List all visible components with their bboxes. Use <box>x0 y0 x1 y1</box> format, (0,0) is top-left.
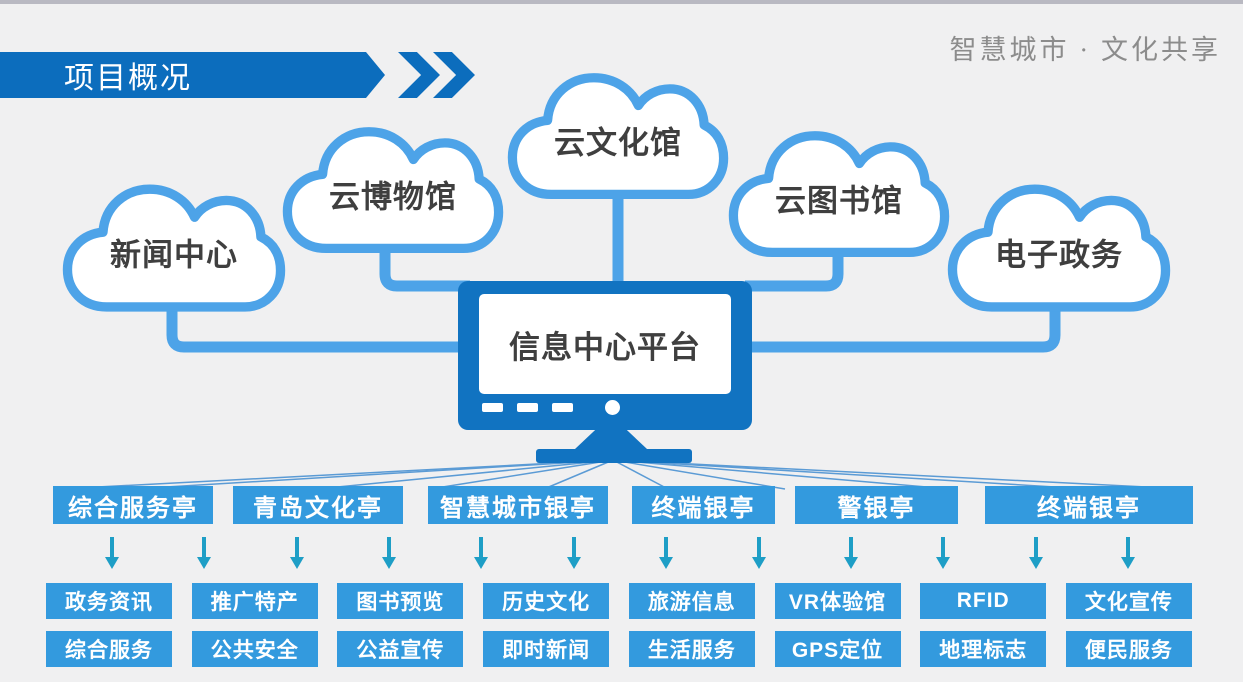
down-arrow-icon <box>659 537 674 569</box>
monitor-base <box>536 449 692 463</box>
kiosk-box: 终端银亭 <box>985 486 1193 524</box>
kiosk-box: 综合服务亭 <box>53 486 213 524</box>
down-arrow-icon <box>936 537 951 569</box>
down-arrow-icon <box>474 537 489 569</box>
kiosk-label: 终端银亭 <box>651 494 756 522</box>
kiosk-box: 智慧城市银亭 <box>428 486 608 524</box>
arrow-row <box>105 537 1135 569</box>
cloud-label: 云文化馆 <box>554 125 682 161</box>
down-arrow-icon <box>1120 537 1135 569</box>
service-box: 便民服务 <box>1065 631 1192 667</box>
section-title: 项目概况 <box>64 62 192 95</box>
cloud-museum: 云博物馆 <box>280 112 506 270</box>
service-box: GPS定位 <box>774 631 901 667</box>
cloud-shape-icon <box>947 184 1171 312</box>
power-dot-icon <box>605 400 620 415</box>
down-arrow-icon <box>197 537 212 569</box>
cloud-shape-icon <box>62 184 286 312</box>
bezel-dash-icon <box>552 403 573 412</box>
service-box: 公共安全 <box>191 631 318 667</box>
service-box: RFID <box>920 583 1047 619</box>
kiosk-box: 青岛文化亭 <box>233 486 403 524</box>
stem-library <box>745 252 844 292</box>
stem-egov <box>745 298 1061 353</box>
kiosk-label: 智慧城市银亭 <box>440 494 596 522</box>
cloud-library: 云图书馆 <box>726 116 952 274</box>
service-box: 综合服务 <box>46 631 172 667</box>
down-arrow-icon <box>1028 537 1043 569</box>
cloud-label: 新闻中心 <box>110 237 238 273</box>
section-banner: 项目概况 <box>0 52 385 98</box>
monitor-frame: 信息中心平台 <box>458 281 752 430</box>
stem-museum <box>379 248 470 292</box>
down-arrow-icon <box>105 537 119 569</box>
bezel-dash-icon <box>482 403 503 412</box>
service-box: 旅游信息 <box>628 583 755 619</box>
fan-lines <box>59 459 1186 490</box>
monitor-screen: 信息中心平台 <box>479 294 731 394</box>
down-arrow-icon <box>843 537 858 569</box>
service-box: 即时新闻 <box>483 631 610 667</box>
kiosk-box: 警银亭 <box>795 486 958 524</box>
cloud-news-center: 新闻中心 <box>60 170 288 328</box>
service-box: 政务资讯 <box>46 583 172 619</box>
kiosk-label: 综合服务亭 <box>68 494 198 522</box>
service-row-2: 综合服务 公共安全 公益宣传 即时新闻 生活服务 GPS定位 地理标志 便民服务 <box>46 631 1192 667</box>
service-box: 公益宣传 <box>337 631 464 667</box>
down-arrow-icon <box>566 537 581 569</box>
service-box: 生活服务 <box>628 631 755 667</box>
service-row-1: 政务资讯 推广特产 图书预览 历史文化 旅游信息 VR体验馆 RFID 文化宣传 <box>46 583 1192 619</box>
service-box: 文化宣传 <box>1065 583 1192 619</box>
cloud-label: 电子政务 <box>995 237 1123 273</box>
down-arrow-icon <box>751 537 766 569</box>
service-box: 图书预览 <box>337 583 464 619</box>
kiosk-label: 青岛文化亭 <box>253 494 383 522</box>
down-arrow-icon <box>382 537 397 569</box>
slide-watermark: 智慧城市 · 文化共享 <box>949 35 1221 65</box>
cloud-culture-hall: 云文化馆 <box>505 58 731 216</box>
kiosk-box: 终端银亭 <box>632 486 775 524</box>
cloud-shape-icon <box>507 73 729 200</box>
platform-title: 信息中心平台 <box>509 329 701 365</box>
cloud-label: 云图书馆 <box>775 183 903 219</box>
service-box: 历史文化 <box>483 583 610 619</box>
service-box: VR体验馆 <box>774 583 901 619</box>
service-box: 推广特产 <box>191 583 318 619</box>
kiosk-label: 终端银亭 <box>1037 494 1141 522</box>
cloud-egovernment: 电子政务 <box>945 170 1173 328</box>
cloud-stem-lines <box>166 195 1061 353</box>
cloud-label: 云博物馆 <box>329 179 457 215</box>
kiosk-label: 警银亭 <box>837 494 916 522</box>
cloud-shape-icon <box>282 127 504 254</box>
bezel-dash-icon <box>517 403 538 412</box>
top-border-strip <box>0 0 1243 4</box>
monitor-stand <box>575 430 647 449</box>
down-arrow-icon <box>289 537 304 569</box>
cloud-shape-icon <box>728 131 950 258</box>
stem-news <box>166 298 470 353</box>
service-box: 地理标志 <box>920 631 1047 667</box>
